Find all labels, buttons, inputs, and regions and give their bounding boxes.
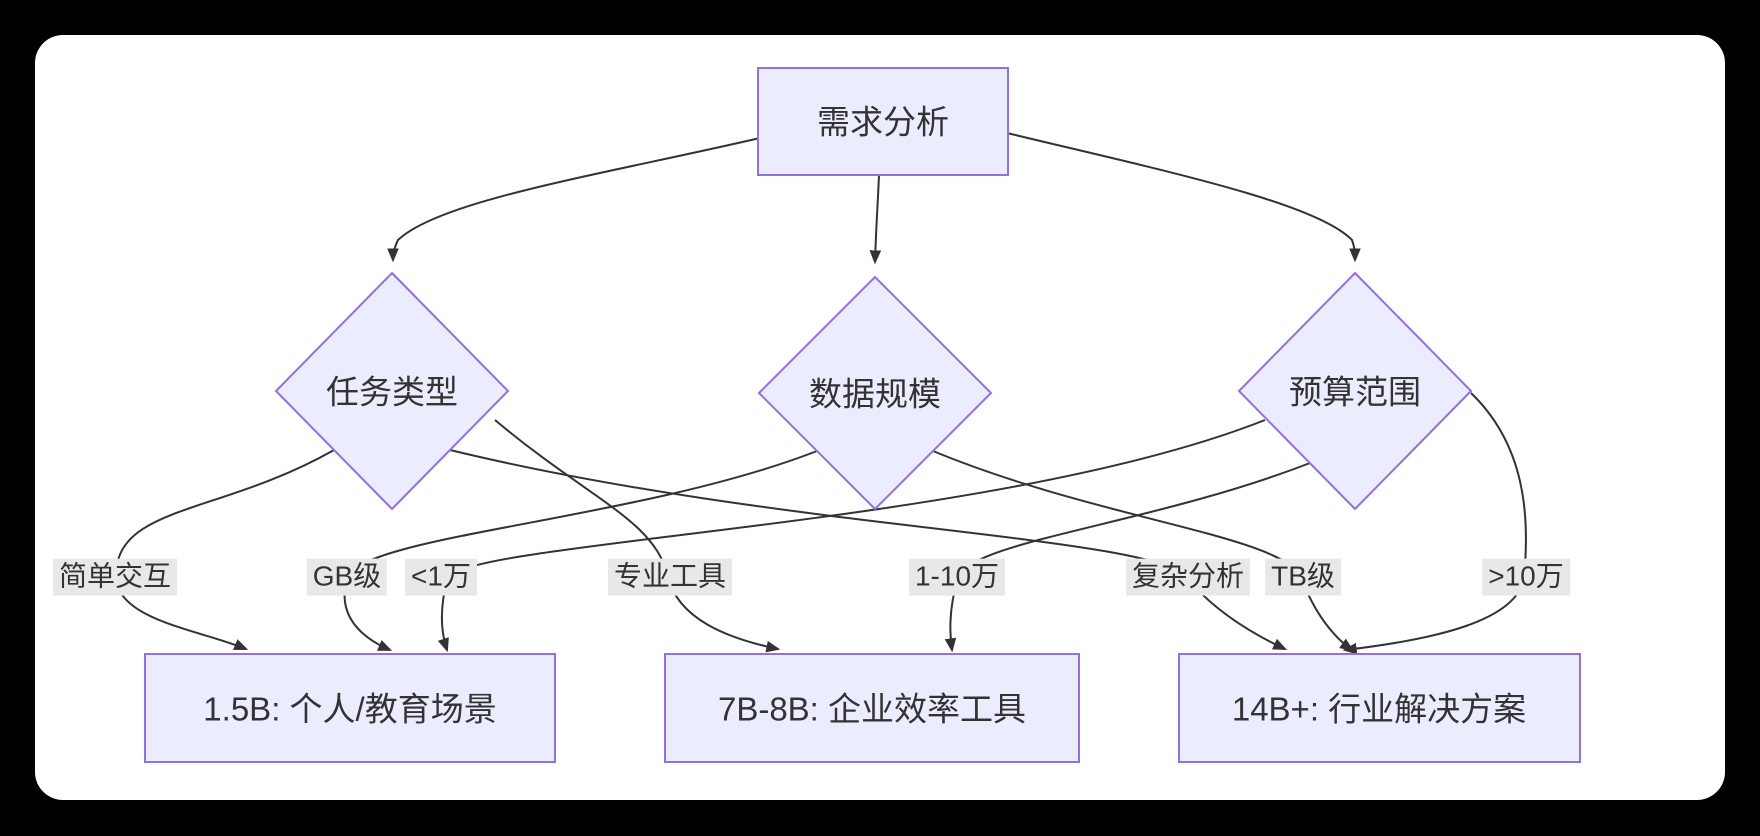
edge-label-under-10k: <1万 [405,558,477,596]
edge-data-scale-to-model-14bplus [932,450,1354,652]
edge-label-complex-analysis: 复杂分析 [1125,558,1251,596]
edge-label-over-100k: >10万 [1482,558,1570,596]
node-budget-range-label: 预算范围 [1289,373,1421,411]
node-requirement-label: 需求分析 [817,103,949,141]
node-data-scale-shape [757,275,993,511]
edge-requirement-to-budget-range [1006,132,1361,263]
edge-label-simple-interaction: 简单交互 [52,558,178,596]
edge-budget-range-to-model-15b [437,419,1266,653]
edge-task-type-to-model-14bplus [449,449,1288,650]
node-model-15b-label: 1.5B: 个人/教育场景 [203,690,497,728]
node-task-type-shape [274,271,510,511]
node-budget-range-shape [1237,271,1473,511]
node-task-type-label: 任务类型 [326,373,458,411]
node-model-7b8b-shape [664,653,1080,763]
node-model-14bplus-label: 14B+: 行业解决方案 [1231,690,1527,728]
edge-label-gb-scale: GB级 [306,558,388,596]
node-requirement-shape [757,67,1009,176]
edge-label-10k-100k: 1-10万 [908,558,1006,596]
node-data-scale-label: 数据规模 [809,375,941,413]
node-model-14bplus-shape [1178,653,1581,763]
edge-label-tb-scale: TB级 [1265,558,1341,596]
edge-data-scale-to-model-15b [343,450,818,651]
edge-requirement-to-data-scale [869,174,882,265]
node-model-7b8b-label: 7B-8B: 企业效率工具 [717,690,1027,728]
edge-label-professional-tool: 专业工具 [607,558,733,596]
edge-requirement-to-task-type [387,137,761,263]
edge-budget-range-to-model-7b8b [944,462,1311,653]
node-model-15b-shape [144,653,556,763]
edge-task-type-to-model-15b [114,449,335,650]
edge-task-type-to-model-7b8b [494,419,781,653]
